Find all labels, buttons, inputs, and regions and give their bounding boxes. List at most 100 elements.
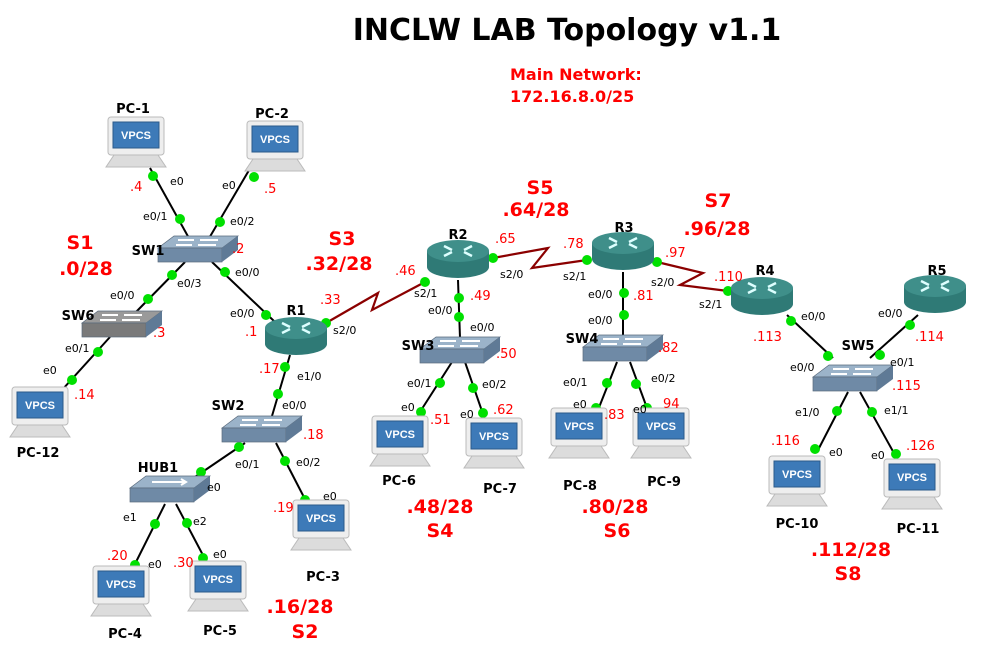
ip-label-pc-11: .126 [906, 439, 935, 454]
node-sw1[interactable]: SW1.2 [132, 235, 245, 263]
port-status-dot-r2 [488, 253, 498, 263]
interface-label-hub1: e1 [123, 511, 137, 524]
ip-label-sw5: .115 [892, 379, 921, 394]
node-r5[interactable]: R5 [904, 264, 966, 313]
link-line[interactable] [149, 167, 191, 241]
port-status-dot-sw4 [602, 378, 612, 388]
node-label-pc-6: PC-6 [382, 474, 416, 489]
node-r1[interactable]: R1 [265, 304, 327, 355]
subnet-s3-name: S3 [329, 228, 356, 250]
node-hub1[interactable]: HUB1 [128, 461, 212, 503]
ip-label-r2: .49 [470, 289, 491, 304]
link-line[interactable] [457, 279, 461, 339]
node-label-pc-12: PC-12 [17, 446, 60, 461]
link-line[interactable] [816, 391, 849, 453]
node-sw2[interactable]: SW2.18 [212, 399, 324, 443]
node-label-sw4: SW4 [566, 332, 599, 347]
ethernet-link-r1-sw2[interactable] [271, 354, 291, 417]
node-label-r5: R5 [927, 264, 946, 279]
port-status-dot-pc-1 [148, 171, 158, 181]
ethernet-link-sw5-pc-10[interactable] [810, 391, 849, 454]
interface-label-pc-12: e0 [43, 364, 57, 377]
interface-label-r4: e0/0 [801, 310, 825, 323]
link-line[interactable] [492, 246, 588, 270]
ip-label-pc-7: .62 [493, 403, 514, 418]
subnet-s5-name: S5 [527, 177, 554, 199]
ethernet-link-hub1-pc-5[interactable] [175, 503, 208, 563]
interface-label-pc-7: e0 [460, 408, 474, 421]
node-pc-9[interactable]: VPCS PC-9 [630, 407, 692, 490]
vpcs-screen-text: VPCS [106, 579, 136, 591]
ethernet-link-r3-sw4[interactable] [619, 272, 629, 338]
vpcs-pc-icon: VPCS [463, 417, 525, 469]
node-sw3[interactable]: SW3.50 [402, 336, 517, 364]
interface-label-r4: s2/1 [699, 298, 722, 311]
ethernet-link-r5-sw5[interactable] [869, 314, 919, 360]
ethernet-link-pc-1-sw1[interactable] [148, 167, 191, 241]
port-status-dot-r3 [619, 288, 629, 298]
ethernet-link-r2-sw3[interactable] [454, 279, 464, 339]
node-label-pc-9: PC-9 [647, 475, 681, 490]
ip-label-r3: .78 [563, 237, 584, 252]
ethernet-link-sw2-pc-3[interactable] [275, 442, 310, 506]
ethernet-link-pc-2-sw1[interactable] [207, 159, 259, 241]
port-status-dot-sw6 [143, 294, 153, 304]
link-line[interactable] [135, 261, 186, 313]
port-status-dot-pc-11 [891, 449, 901, 459]
ethernet-link-sw5-pc-11[interactable] [859, 391, 901, 459]
node-r2[interactable]: R2 [427, 228, 489, 278]
node-pc-4[interactable]: VPCS PC-4 [90, 565, 152, 642]
serial-link-r1-r2[interactable] [321, 277, 430, 328]
ethernet-link-sw4-pc-8[interactable] [591, 361, 618, 413]
serial-link-r3-r4[interactable] [652, 257, 733, 296]
port-status-dot-sw6 [93, 347, 103, 357]
node-sw6[interactable]: SW6.3 [62, 309, 166, 341]
router-icon [265, 317, 327, 355]
ethernet-link-sw1-sw6[interactable] [135, 261, 186, 313]
link-line[interactable] [859, 391, 896, 456]
interface-label-r1: e1/0 [297, 370, 321, 383]
link-line[interactable] [417, 361, 453, 416]
ip-label-pc-6: .51 [430, 413, 451, 428]
node-sw5[interactable]: SW5.115 [811, 339, 921, 394]
link-line[interactable] [656, 260, 729, 293]
vpcs-screen-text: VPCS [479, 431, 509, 443]
ip-label-pc-2: .5 [264, 182, 276, 197]
serial-link-r2-r3[interactable] [488, 246, 592, 270]
vpcs-pc-icon: VPCS [548, 407, 610, 459]
vpcs-pc-icon: VPCS [630, 407, 692, 459]
node-r4[interactable]: R4 [731, 264, 793, 315]
router-icon [731, 277, 793, 315]
ethernet-link-sw6-pc-12[interactable] [61, 336, 111, 391]
port-status-dot-sw2 [280, 456, 290, 466]
ethernet-link-sw3-pc-7[interactable] [464, 361, 488, 418]
port-status-dot-hub1 [182, 518, 192, 528]
ethernet-link-r4-sw5[interactable] [786, 314, 834, 361]
subnet-s4-name: S4 [427, 520, 454, 542]
port-status-dot-sw3 [435, 378, 445, 388]
link-line[interactable] [175, 503, 206, 560]
link-line[interactable] [133, 503, 166, 567]
link-line[interactable] [275, 442, 309, 506]
node-r3[interactable]: R3 [592, 221, 654, 270]
node-sw4[interactable]: SW4.82 [566, 332, 679, 362]
vpcs-screen-text: VPCS [203, 574, 233, 586]
link-line[interactable] [207, 159, 256, 241]
link-line[interactable] [325, 281, 426, 324]
interface-label-r3: e0/0 [588, 288, 612, 301]
node-label-pc-4: PC-4 [108, 627, 142, 642]
ethernet-link-sw3-pc-6[interactable] [416, 361, 453, 417]
ethernet-link-sw2-hub1[interactable] [194, 442, 246, 478]
ethernet-link-sw1-r1[interactable] [211, 261, 276, 323]
